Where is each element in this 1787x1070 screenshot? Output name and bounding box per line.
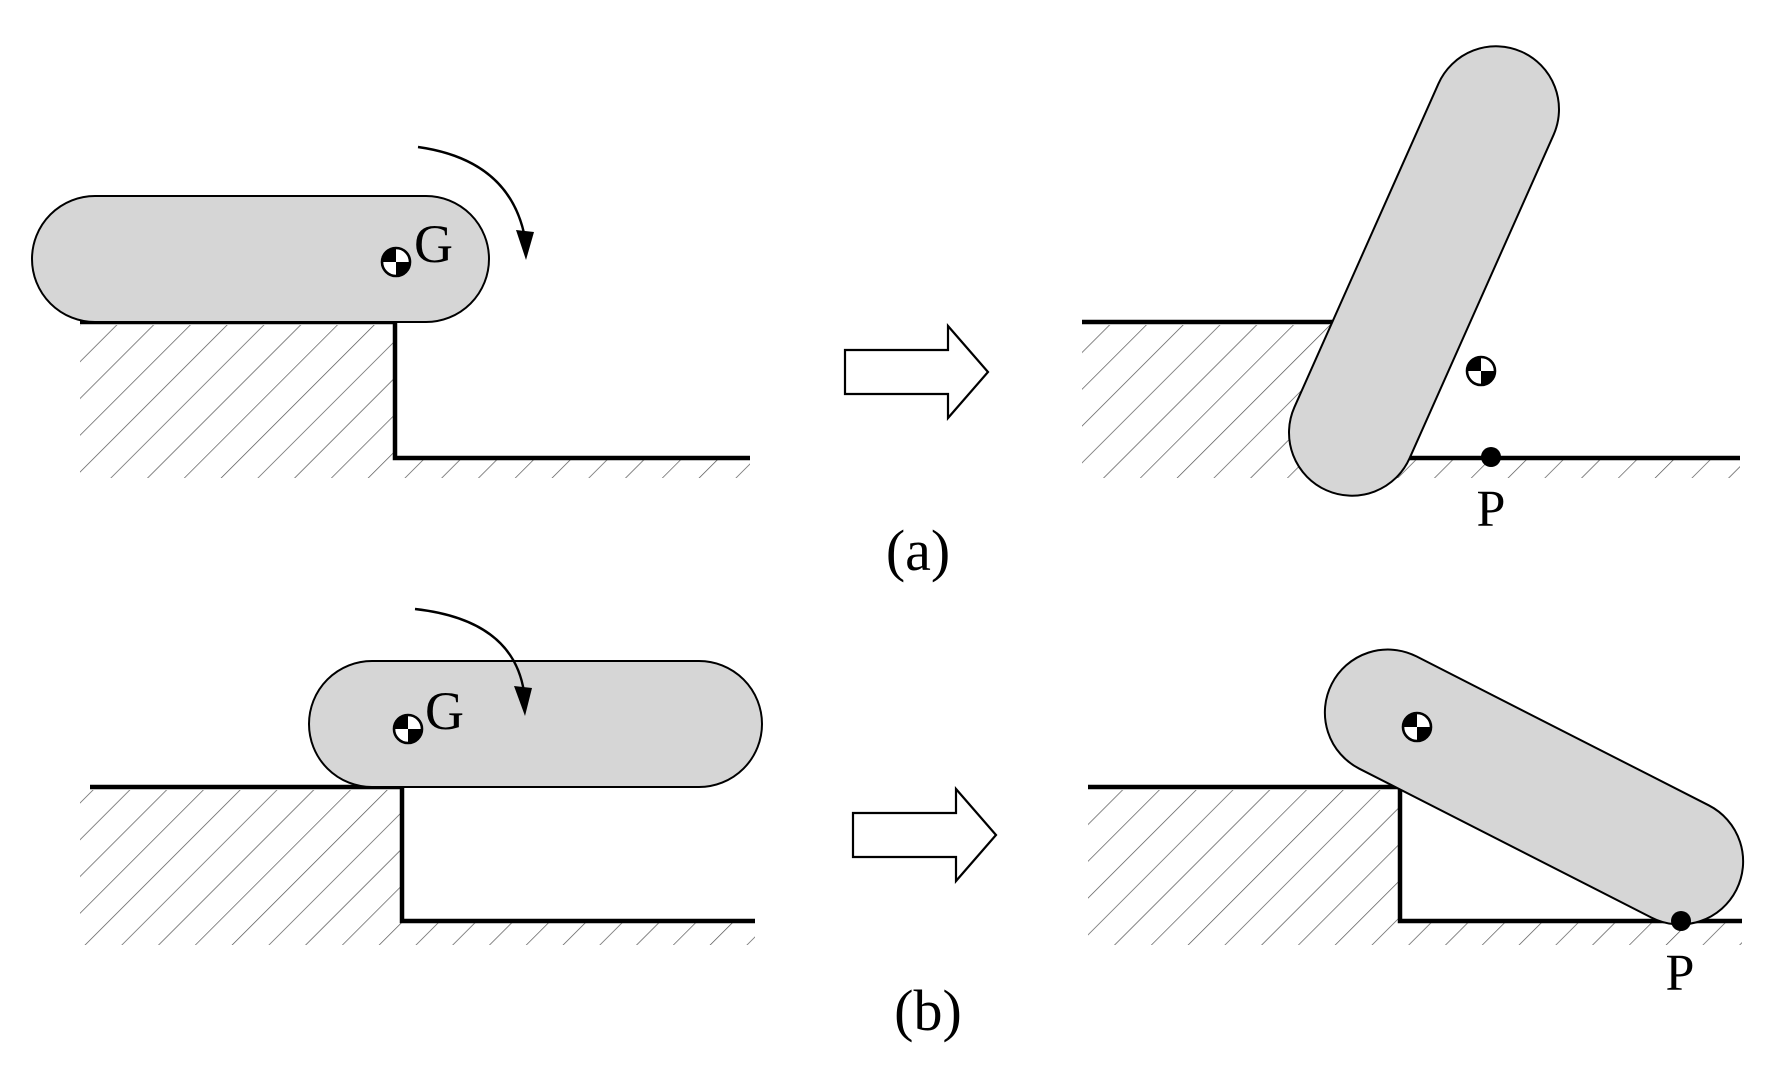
panel-a-before: G <box>31 145 750 478</box>
contact-point <box>1481 447 1501 467</box>
clockwise-arrow-icon <box>414 607 532 716</box>
cg-label: G <box>425 681 464 741</box>
panel-b-before: G <box>80 607 763 945</box>
rod-body <box>308 660 763 788</box>
ground-hatch <box>80 790 755 945</box>
rod-body <box>31 195 490 323</box>
panel-a-after: P <box>1082 45 1740 538</box>
rod-body <box>1288 45 1560 497</box>
panel-b: G P (b) <box>80 607 1745 1043</box>
ground-hatch <box>1088 790 1742 945</box>
center-of-gravity-icon <box>380 246 412 278</box>
contact-point <box>1671 911 1691 931</box>
panel-caption: (a) <box>886 518 950 583</box>
step-outline <box>1088 784 1742 924</box>
contact-label: P <box>1666 945 1695 1002</box>
contact-label: P <box>1477 481 1506 538</box>
right-arrow-icon <box>851 786 998 884</box>
panel-b-after: P <box>1088 648 1745 1002</box>
center-of-gravity-icon <box>1401 711 1433 743</box>
right-arrow-icon <box>843 323 990 421</box>
center-of-gravity-icon <box>392 713 424 745</box>
cg-label: G <box>414 214 453 274</box>
panel-caption: (b) <box>894 978 962 1043</box>
ground-hatch <box>80 325 750 478</box>
center-of-gravity-icon <box>1465 355 1497 387</box>
clockwise-arrow-icon <box>417 145 534 260</box>
panel-a: G P (a) <box>31 45 1740 583</box>
step-outline <box>90 784 755 924</box>
ground-hatch <box>1082 325 1740 478</box>
